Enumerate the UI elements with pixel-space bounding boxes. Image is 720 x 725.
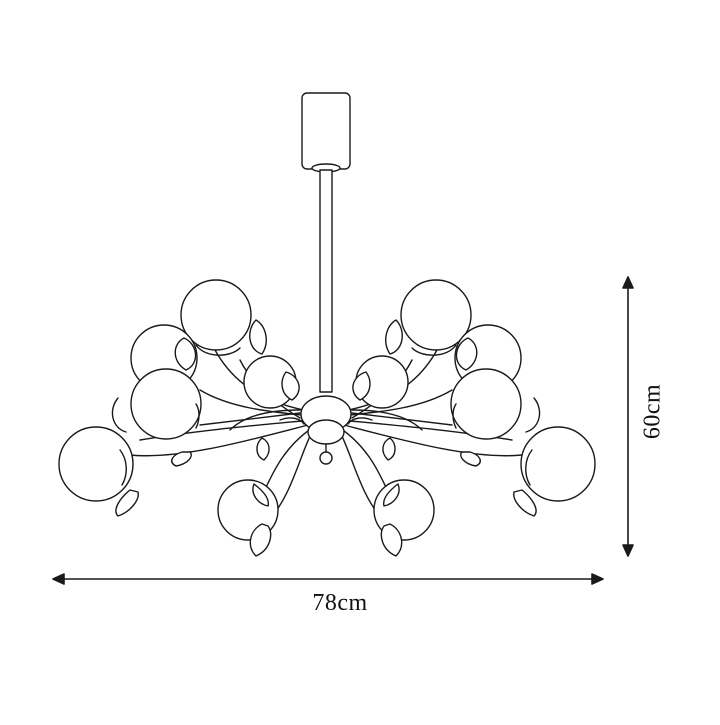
globe-socket (452, 403, 457, 429)
width-label: 78cm (312, 590, 368, 616)
globe-socket (195, 344, 241, 356)
height-label: 60cm (639, 383, 666, 440)
globe-shade (180, 279, 252, 351)
leaf-accents (111, 319, 541, 557)
globe-shade (400, 279, 472, 351)
globe-shade (520, 426, 596, 502)
width-dimension-arrow (52, 573, 604, 585)
center-hub (300, 395, 352, 465)
down-rod (319, 169, 333, 393)
height-dimension-arrow (622, 276, 634, 557)
globe-socket (411, 344, 457, 356)
ceiling-canopy (301, 92, 351, 173)
globe-socket (119, 449, 127, 486)
globe-shades (58, 279, 596, 541)
globe-socket (195, 403, 200, 429)
globe-shade (450, 368, 522, 440)
globe-socket (525, 449, 533, 486)
globe-shade (58, 426, 134, 502)
globe-shade (130, 368, 202, 440)
